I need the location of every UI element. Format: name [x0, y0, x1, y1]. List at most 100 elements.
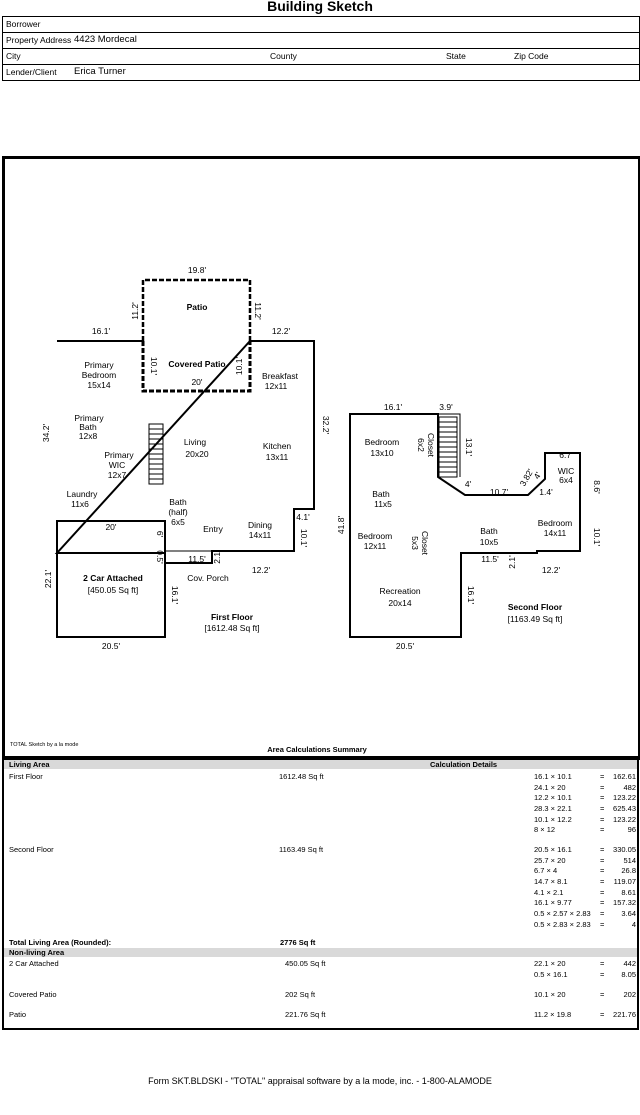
room-bath2-size: 11x5 — [374, 499, 392, 509]
total-sketch-note: TOTAL Sketch by a la mode — [10, 742, 79, 748]
room-primary-wic-2: WIC — [109, 460, 126, 470]
room-bedroom1-size: 13x10 — [370, 448, 393, 458]
calc-row: 28.3 × 22.1=625.43 — [534, 804, 636, 814]
room-laundry: Laundry — [67, 489, 98, 499]
footer-text: Form SKT.BLDSKI - "TOTAL" appraisal soft… — [148, 1076, 492, 1086]
area-calculations-table: Living Area Calculation Details First Fl… — [2, 756, 639, 1030]
dim-cp-left: 10.1' — [149, 357, 159, 376]
dim-patio-top: 19.8' — [188, 265, 207, 275]
state-label: State — [446, 51, 466, 61]
dim-ff-top-left: 16.1' — [92, 326, 111, 336]
dim-sf-131: 13.1' — [464, 438, 474, 457]
first-floor-calc-list: 16.1 × 10.1=162.61 24.1 × 20=482 12.2 × … — [534, 772, 638, 836]
dim-sf-top: 16.1' — [384, 402, 403, 412]
room-bedroom1: Bedroom — [365, 437, 400, 447]
room-covered-patio: Covered Patio — [168, 359, 225, 369]
property-address-value: 4423 Mordecal — [74, 34, 137, 45]
dim-ff-right: 32.2' — [321, 416, 331, 435]
garage-row-value: 450.05 Sq ft — [285, 959, 326, 968]
calc-details-label: Calculation Details — [430, 760, 498, 769]
dim-sf-39: 3.9' — [439, 402, 453, 412]
room-closet2-size: 5x3 — [410, 536, 420, 550]
dim-ff-notch-side: 10.1' — [299, 529, 309, 548]
dim-sf-107: 10.7' — [490, 487, 509, 497]
room-patio: Patio — [187, 302, 208, 312]
dim-porch-05: 0.5' — [155, 550, 165, 564]
dim-garage-top: 20' — [105, 522, 116, 532]
dim-cp-right: 10.1' — [234, 357, 244, 376]
stairs-second-floor — [438, 416, 458, 478]
room-garage-area: [450.05 Sq ft] — [88, 585, 139, 595]
second-floor-label: Second Floor — [508, 602, 563, 612]
room-primary-wic-size: 12x7 — [108, 470, 127, 480]
page-title: Building Sketch — [267, 0, 373, 14]
dim-ff-left: 34.2' — [41, 424, 51, 443]
dim-ff-notch-top: 4.1' — [296, 512, 310, 522]
calc-row: 16.1 × 9.77=157.32 — [534, 898, 636, 908]
second-floor-area: [1163.49 Sq ft] — [508, 614, 563, 624]
second-floor-row-value: 1163.49 Sq ft — [279, 845, 324, 854]
borrower-row: Borrower — [3, 17, 639, 33]
sketch-area: 19.8' 11.2' 11.2' Patio 16.1' 12.2' 10.1… — [2, 156, 640, 760]
dim-sf-4b: 4' — [531, 470, 543, 481]
second-floor-outline — [349, 413, 581, 638]
first-floor-label: First Floor — [211, 612, 254, 622]
zip-label: Zip Code — [514, 51, 549, 61]
room-kitchen-size: 13x11 — [266, 452, 289, 462]
room-garage: 2 Car Attached — [83, 573, 143, 583]
calc-row: 20.5 × 16.1=330.05 — [534, 845, 636, 854]
total-living-value: 2776 Sq ft — [280, 938, 316, 947]
calc-row: 12.2 × 10.1=123.22 — [534, 793, 636, 803]
non-living-header: Non-living Area — [4, 948, 637, 957]
stairs-first-floor — [148, 423, 164, 485]
calc-row: 22.1 × 20=442 — [534, 959, 636, 968]
dim-patio-right: 11.2' — [253, 302, 263, 320]
dim-sf-14: 1.4' — [539, 487, 553, 497]
room-bath-half-1: Bath — [169, 497, 187, 507]
calc-row: 16.1 × 10.1=162.61 — [534, 772, 636, 781]
calc-row: 6.7 × 4=26.8 — [534, 866, 636, 876]
room-primary-bedroom-size: 15x14 — [87, 380, 110, 390]
first-floor-row-value: 1612.48 Sq ft — [279, 772, 324, 781]
patio-row-label: Patio — [9, 1010, 27, 1019]
room-breakfast-size: 12x11 — [265, 381, 288, 391]
dim-sf-21: 2.1' — [507, 555, 517, 569]
room-wic2: WIC — [558, 466, 575, 476]
room-bath-half-size: 6x5 — [171, 517, 185, 527]
dim-sf-4a: 4' — [465, 479, 472, 489]
room-bedroom2-size: 12x11 — [364, 541, 387, 551]
room-primary-bath-1: Primary — [74, 413, 104, 423]
calc-row: 10.1 × 12.2=123.22 — [534, 814, 636, 824]
calc-row: 8 × 12=96 — [534, 825, 636, 835]
dim-sf-bottom: 20.5' — [396, 641, 415, 651]
room-bedroom3: Bedroom — [538, 518, 573, 528]
room-cov-porch: Cov. Porch — [187, 573, 229, 583]
calc-row: 11.2 × 19.8=221.76 — [534, 1010, 636, 1019]
calc-row: 0.5 × 2.57 × 2.83=3.64 — [534, 909, 636, 919]
second-floor-closet — [438, 413, 461, 477]
room-closet2: Closet — [420, 531, 430, 556]
dim-ff-bottom-right: 12.2' — [252, 565, 271, 575]
room-recreation-size: 20x14 — [388, 598, 411, 608]
room-bath2: Bath — [372, 489, 390, 499]
patio-outline — [141, 278, 252, 341]
dim-ff-top-right: 12.2' — [272, 326, 291, 336]
garage-calc-list: 22.1 × 20=442 0.5 × 16.1=8.05 — [534, 959, 638, 980]
room-bath3: Bath — [480, 526, 498, 536]
borrower-label: Borrower — [6, 19, 41, 29]
room-primary-bath-size: 12x8 — [79, 431, 98, 441]
dim-sf-122: 12.2' — [542, 565, 561, 575]
second-floor-row-label: Second Floor — [9, 845, 54, 854]
room-dining-size: 14x11 — [249, 530, 272, 540]
room-bedroom3-size: 14x11 — [544, 528, 567, 538]
calc-row: 14.7 × 8.1=119.07 — [534, 877, 636, 887]
dim-sf-101: 10.1' — [592, 528, 602, 547]
patio-calc-list: 11.2 × 19.8=221.76 — [534, 1010, 638, 1021]
lender-value: Erica Turner — [74, 66, 126, 77]
room-bedroom2: Bedroom — [358, 531, 393, 541]
dim-porch-21: 2.1' — [212, 550, 222, 564]
covered-patio-calc-list: 10.1 × 20=202 — [534, 990, 638, 1001]
first-floor-area: [1612.48 Sq ft] — [204, 623, 259, 633]
property-address-label: Property Address — [6, 35, 72, 45]
room-primary-bedroom-2: Bedroom — [82, 370, 117, 380]
